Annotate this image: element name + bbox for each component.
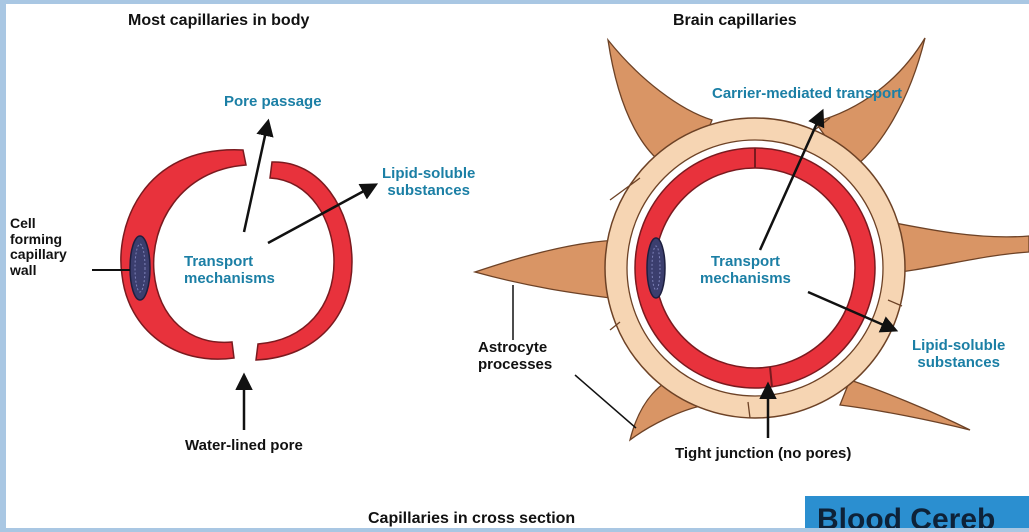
endothelial-nucleus	[130, 236, 150, 300]
cell-wall-line-1: Cell	[10, 216, 67, 232]
slide-title-banner: Blood Cereb	[805, 496, 1029, 532]
transport-right-line-1: Transport	[700, 254, 791, 271]
water-pore-label: Water-lined pore	[185, 438, 303, 455]
carrier-transport-label: Carrier-mediated transport	[712, 86, 902, 103]
astrocyte-line-2: processes	[478, 357, 552, 374]
transport-right-line-2: mechanisms	[700, 271, 791, 288]
lipid-soluble-line-1: Lipid-soluble	[382, 166, 475, 183]
transport-line-2: mechanisms	[184, 271, 275, 288]
lipid-soluble-right-line-1: Lipid-soluble	[912, 338, 1005, 355]
astrocyte-line-1: Astrocyte	[478, 340, 552, 357]
pore-passage-arrow	[244, 122, 268, 232]
left-panel-title: Most capillaries in body	[128, 12, 309, 30]
astrocyte-process-bottom-right	[840, 380, 970, 430]
lipid-soluble-right-line-2: substances	[912, 355, 1005, 372]
pore-passage-label: Pore passage	[224, 94, 322, 111]
lipid-soluble-label-left: Lipid-soluble substances	[382, 166, 475, 200]
cell-wall-line-2: forming	[10, 232, 67, 248]
transport-mechanisms-label-left: Transport mechanisms	[184, 254, 275, 288]
brain-endothelial-nucleus	[647, 238, 665, 298]
astrocyte-label: Astrocyte processes	[478, 340, 552, 374]
cell-wall-line-3: capillary	[10, 247, 67, 263]
astrocyte-process-left	[475, 240, 625, 300]
cell-wall-line-4: wall	[10, 263, 67, 279]
astrocyte-pointer-2	[575, 375, 636, 428]
cell-wall-label: Cell forming capillary wall	[10, 216, 67, 279]
banner-text: Blood Cereb	[817, 503, 995, 532]
tight-junction-label: Tight junction (no pores)	[675, 446, 851, 463]
lipid-soluble-line-2: substances	[382, 183, 475, 200]
transport-line-1: Transport	[184, 254, 275, 271]
right-panel-title: Brain capillaries	[673, 12, 797, 30]
transport-mechanisms-label-right: Transport mechanisms	[700, 254, 791, 288]
figure-caption: Capillaries in cross section	[368, 510, 575, 528]
lipid-soluble-label-right: Lipid-soluble substances	[912, 338, 1005, 372]
